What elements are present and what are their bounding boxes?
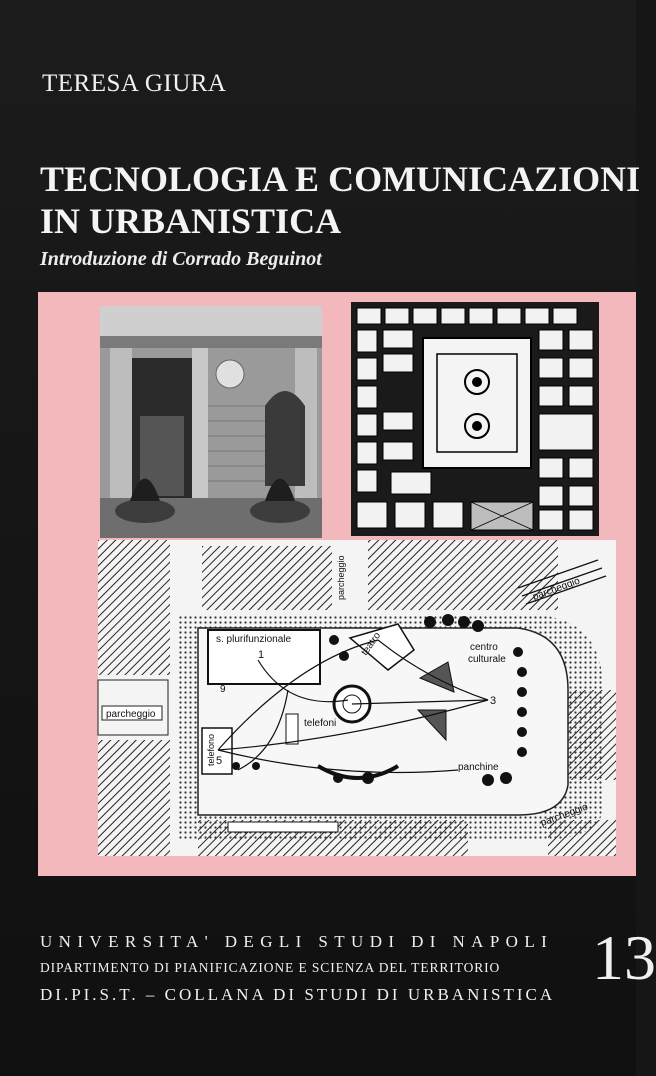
author-name: TERESA GIURA bbox=[42, 70, 227, 97]
phones-label: telefoni bbox=[304, 718, 336, 729]
department-name: Dipartimento di Pianificazione e Scienza… bbox=[40, 960, 501, 975]
marker-1: 1 bbox=[258, 649, 264, 661]
block-plan bbox=[351, 302, 599, 536]
volume-number: 13 bbox=[592, 922, 656, 993]
cultural-center-label-2: culturale bbox=[468, 654, 506, 665]
book-subtitle: Introduzione di Corrado Beguinot bbox=[40, 248, 322, 270]
marker-9: 9 bbox=[220, 684, 226, 695]
site-plan: parcheggio s. plurifunzionale 1 telefono… bbox=[97, 540, 616, 856]
parking-label-top: parcheggio bbox=[336, 555, 346, 600]
cultural-center-label-1: centro bbox=[470, 642, 498, 653]
parking-label-left: parcheggio bbox=[106, 709, 156, 720]
book-title: TECNOLOGIA E COMUNICAZIONI IN URBANISTIC… bbox=[40, 158, 640, 242]
benches-label: panchine bbox=[458, 762, 499, 773]
phone-booth-label: telefono bbox=[206, 734, 216, 766]
title-line-2: IN URBANISTICA bbox=[40, 201, 342, 241]
title-line-1: TECNOLOGIA E COMUNICAZIONI bbox=[40, 159, 641, 199]
illustration-panel: parcheggio s. plurifunzionale 1 telefono… bbox=[38, 292, 636, 876]
marker-3: 3 bbox=[490, 695, 496, 707]
university-name: UNIVERSITA' DEGLI STUDI DI NAPOLI bbox=[40, 932, 554, 951]
marker-5: 5 bbox=[216, 755, 222, 767]
series-name: DI.PI.S.T. – COLLANA DI STUDI DI URBANIS… bbox=[40, 985, 556, 1004]
multifunction-hall-label: s. plurifunzionale bbox=[216, 634, 291, 645]
building-photo bbox=[100, 306, 322, 538]
